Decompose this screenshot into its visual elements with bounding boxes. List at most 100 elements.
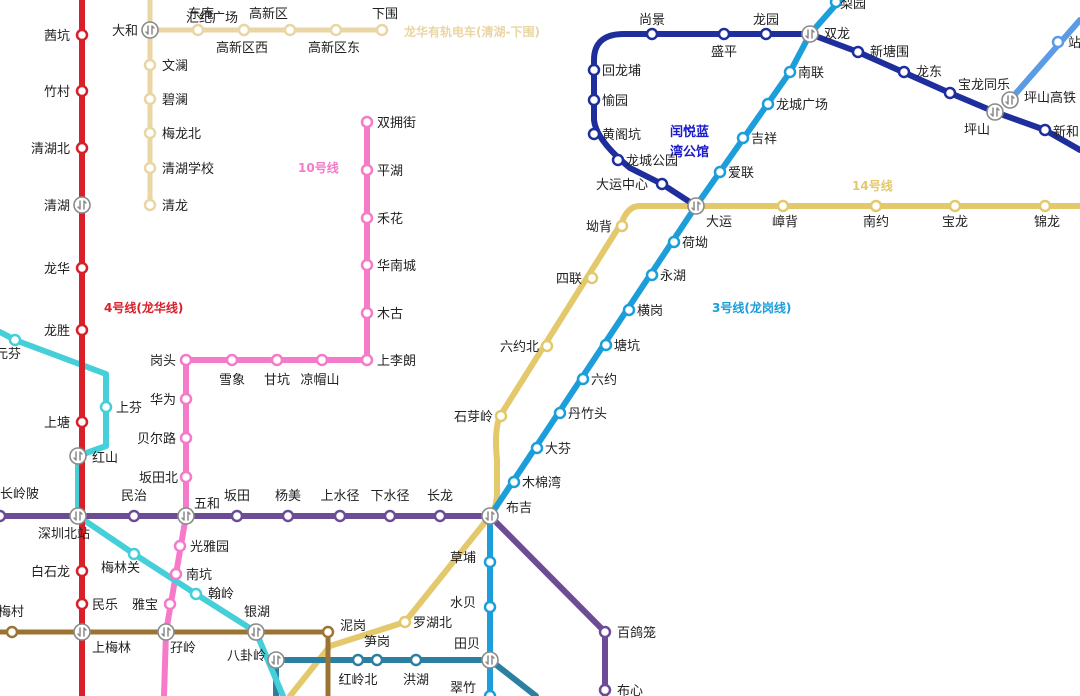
station-zhan[interactable]	[1051, 35, 1065, 49]
station-mumianwan[interactable]	[507, 475, 521, 489]
station-ailian[interactable]	[713, 165, 727, 179]
station-longyuan[interactable]	[759, 27, 773, 41]
station-danzhutou[interactable]	[553, 406, 567, 420]
station-xuexiang[interactable]	[225, 353, 239, 367]
station-qinghuxuexiao[interactable]	[143, 161, 157, 175]
station-nankeng[interactable]	[169, 567, 183, 581]
transfer-station-dayun[interactable]	[687, 197, 705, 215]
transfer-station-hongshan[interactable]	[69, 447, 87, 465]
station-minle[interactable]	[75, 597, 89, 611]
station-xiawei[interactable]	[375, 23, 389, 37]
purple-line-route[interactable]	[0, 513, 608, 696]
station-huanggekeng[interactable]	[587, 127, 601, 141]
station-longhua[interactable]	[75, 261, 89, 275]
station-shanglilang[interactable]	[360, 353, 374, 367]
station-yuanfen[interactable]	[8, 333, 22, 347]
station-yuyuan[interactable]	[587, 93, 601, 107]
station-silian[interactable]	[585, 271, 599, 285]
transfer-station-shenzhenbei[interactable]	[69, 507, 87, 525]
station-baolong[interactable]	[948, 199, 962, 213]
station-pinghu[interactable]	[360, 163, 374, 177]
cyan-line-route[interactable]	[0, 329, 286, 696]
station-nanlian[interactable]	[783, 65, 797, 79]
station-baigeshan[interactable]	[598, 625, 612, 639]
station-hedao[interactable]	[667, 235, 681, 249]
station-changlong[interactable]	[433, 509, 447, 523]
station-changlingpi[interactable]	[0, 509, 7, 523]
station-bantianbei[interactable]	[179, 470, 193, 484]
station-sungang[interactable]	[370, 653, 384, 667]
station-shengping[interactable]	[717, 27, 731, 41]
station-jinlong[interactable]	[1038, 199, 1052, 213]
station-shiyaling[interactable]	[494, 409, 508, 423]
station-tangkeng[interactable]	[599, 338, 613, 352]
station-liangmaoshan[interactable]	[315, 353, 329, 367]
station-liyuan[interactable]	[829, 0, 843, 9]
station-aobei[interactable]	[615, 219, 629, 233]
transfer-station-wuhe[interactable]	[177, 507, 195, 525]
transfer-station-pingshangaotie[interactable]	[1001, 91, 1019, 109]
station-minzhi[interactable]	[127, 509, 141, 523]
station-xiashuijing[interactable]	[383, 509, 397, 523]
station-honglingbei[interactable]	[351, 653, 365, 667]
station-longchenggongyuan[interactable]	[611, 153, 625, 167]
station-gangtou[interactable]	[179, 353, 193, 367]
station-gaoxinquxi[interactable]	[237, 23, 251, 37]
station-liuyue[interactable]	[576, 372, 590, 386]
poi-label[interactable]: 闰悦蓝 湾公馆	[670, 124, 709, 160]
station-yabao[interactable]	[163, 597, 177, 611]
transfer-station-baguaing[interactable]	[267, 651, 285, 669]
station-cuizhu[interactable]	[483, 689, 497, 696]
station-meilinguan[interactable]	[127, 547, 141, 561]
station-caopu[interactable]	[483, 555, 497, 569]
station-honghu[interactable]	[409, 653, 423, 667]
station-hanling[interactable]	[189, 587, 203, 601]
station-baolongtongle[interactable]	[943, 86, 957, 100]
station-nanyue[interactable]	[869, 199, 883, 213]
station-shuibei[interactable]	[483, 600, 497, 614]
station-gaoxinqudong[interactable]	[329, 23, 343, 37]
station-baishilong[interactable]	[75, 564, 89, 578]
transfer-station-tianbei[interactable]	[481, 651, 499, 669]
station-xintangwei[interactable]	[851, 45, 865, 59]
station-yangmei[interactable]	[281, 509, 295, 523]
station-qiankeng[interactable]	[75, 28, 89, 42]
station-buxin[interactable]	[598, 683, 612, 696]
lightblue-line-route[interactable]	[1007, 17, 1080, 103]
station-shangshuijing[interactable]	[333, 509, 347, 523]
station-shangjing[interactable]	[645, 27, 659, 41]
station-longchengguangchang[interactable]	[761, 97, 775, 111]
station-zhucun[interactable]	[75, 84, 89, 98]
station-beierlu[interactable]	[179, 431, 193, 445]
station-meicun[interactable]	[5, 625, 19, 639]
station-hehua[interactable]	[360, 211, 374, 225]
station-huiji[interactable]	[191, 23, 205, 37]
station-shangfen[interactable]	[99, 400, 113, 414]
transfer-station-qinghu[interactable]	[73, 196, 91, 214]
station-xinhe[interactable]	[1038, 123, 1052, 137]
station-nigang[interactable]	[321, 625, 335, 639]
station-qinghubei[interactable]	[75, 141, 89, 155]
station-shuangyongjie[interactable]	[360, 115, 374, 129]
transfer-station-shuanglong[interactable]	[801, 25, 819, 43]
transfer-station-shangmeilin[interactable]	[73, 623, 91, 641]
station-zhangbei[interactable]	[776, 199, 790, 213]
station-gaoxinqu[interactable]	[283, 23, 297, 37]
station-gankeng[interactable]	[270, 353, 284, 367]
transfer-station-yinhu[interactable]	[247, 623, 265, 641]
station-huanancheng[interactable]	[360, 258, 374, 272]
station-meilongbei[interactable]	[143, 126, 157, 140]
station-qinglong[interactable]	[143, 198, 157, 212]
station-jixiang[interactable]	[736, 131, 750, 145]
station-dayunzhongxin[interactable]	[655, 177, 669, 191]
station-luohubei[interactable]	[398, 615, 412, 629]
station-wenlan[interactable]	[143, 58, 157, 72]
station-dafen[interactable]	[530, 441, 544, 455]
station-guangyayuan[interactable]	[173, 539, 187, 553]
station-longsheng[interactable]	[75, 323, 89, 337]
transfer-station-pingshan[interactable]	[986, 103, 1004, 121]
station-bilan[interactable]	[143, 92, 157, 106]
station-liuyuebei[interactable]	[540, 339, 554, 353]
station-huilongpu[interactable]	[587, 63, 601, 77]
